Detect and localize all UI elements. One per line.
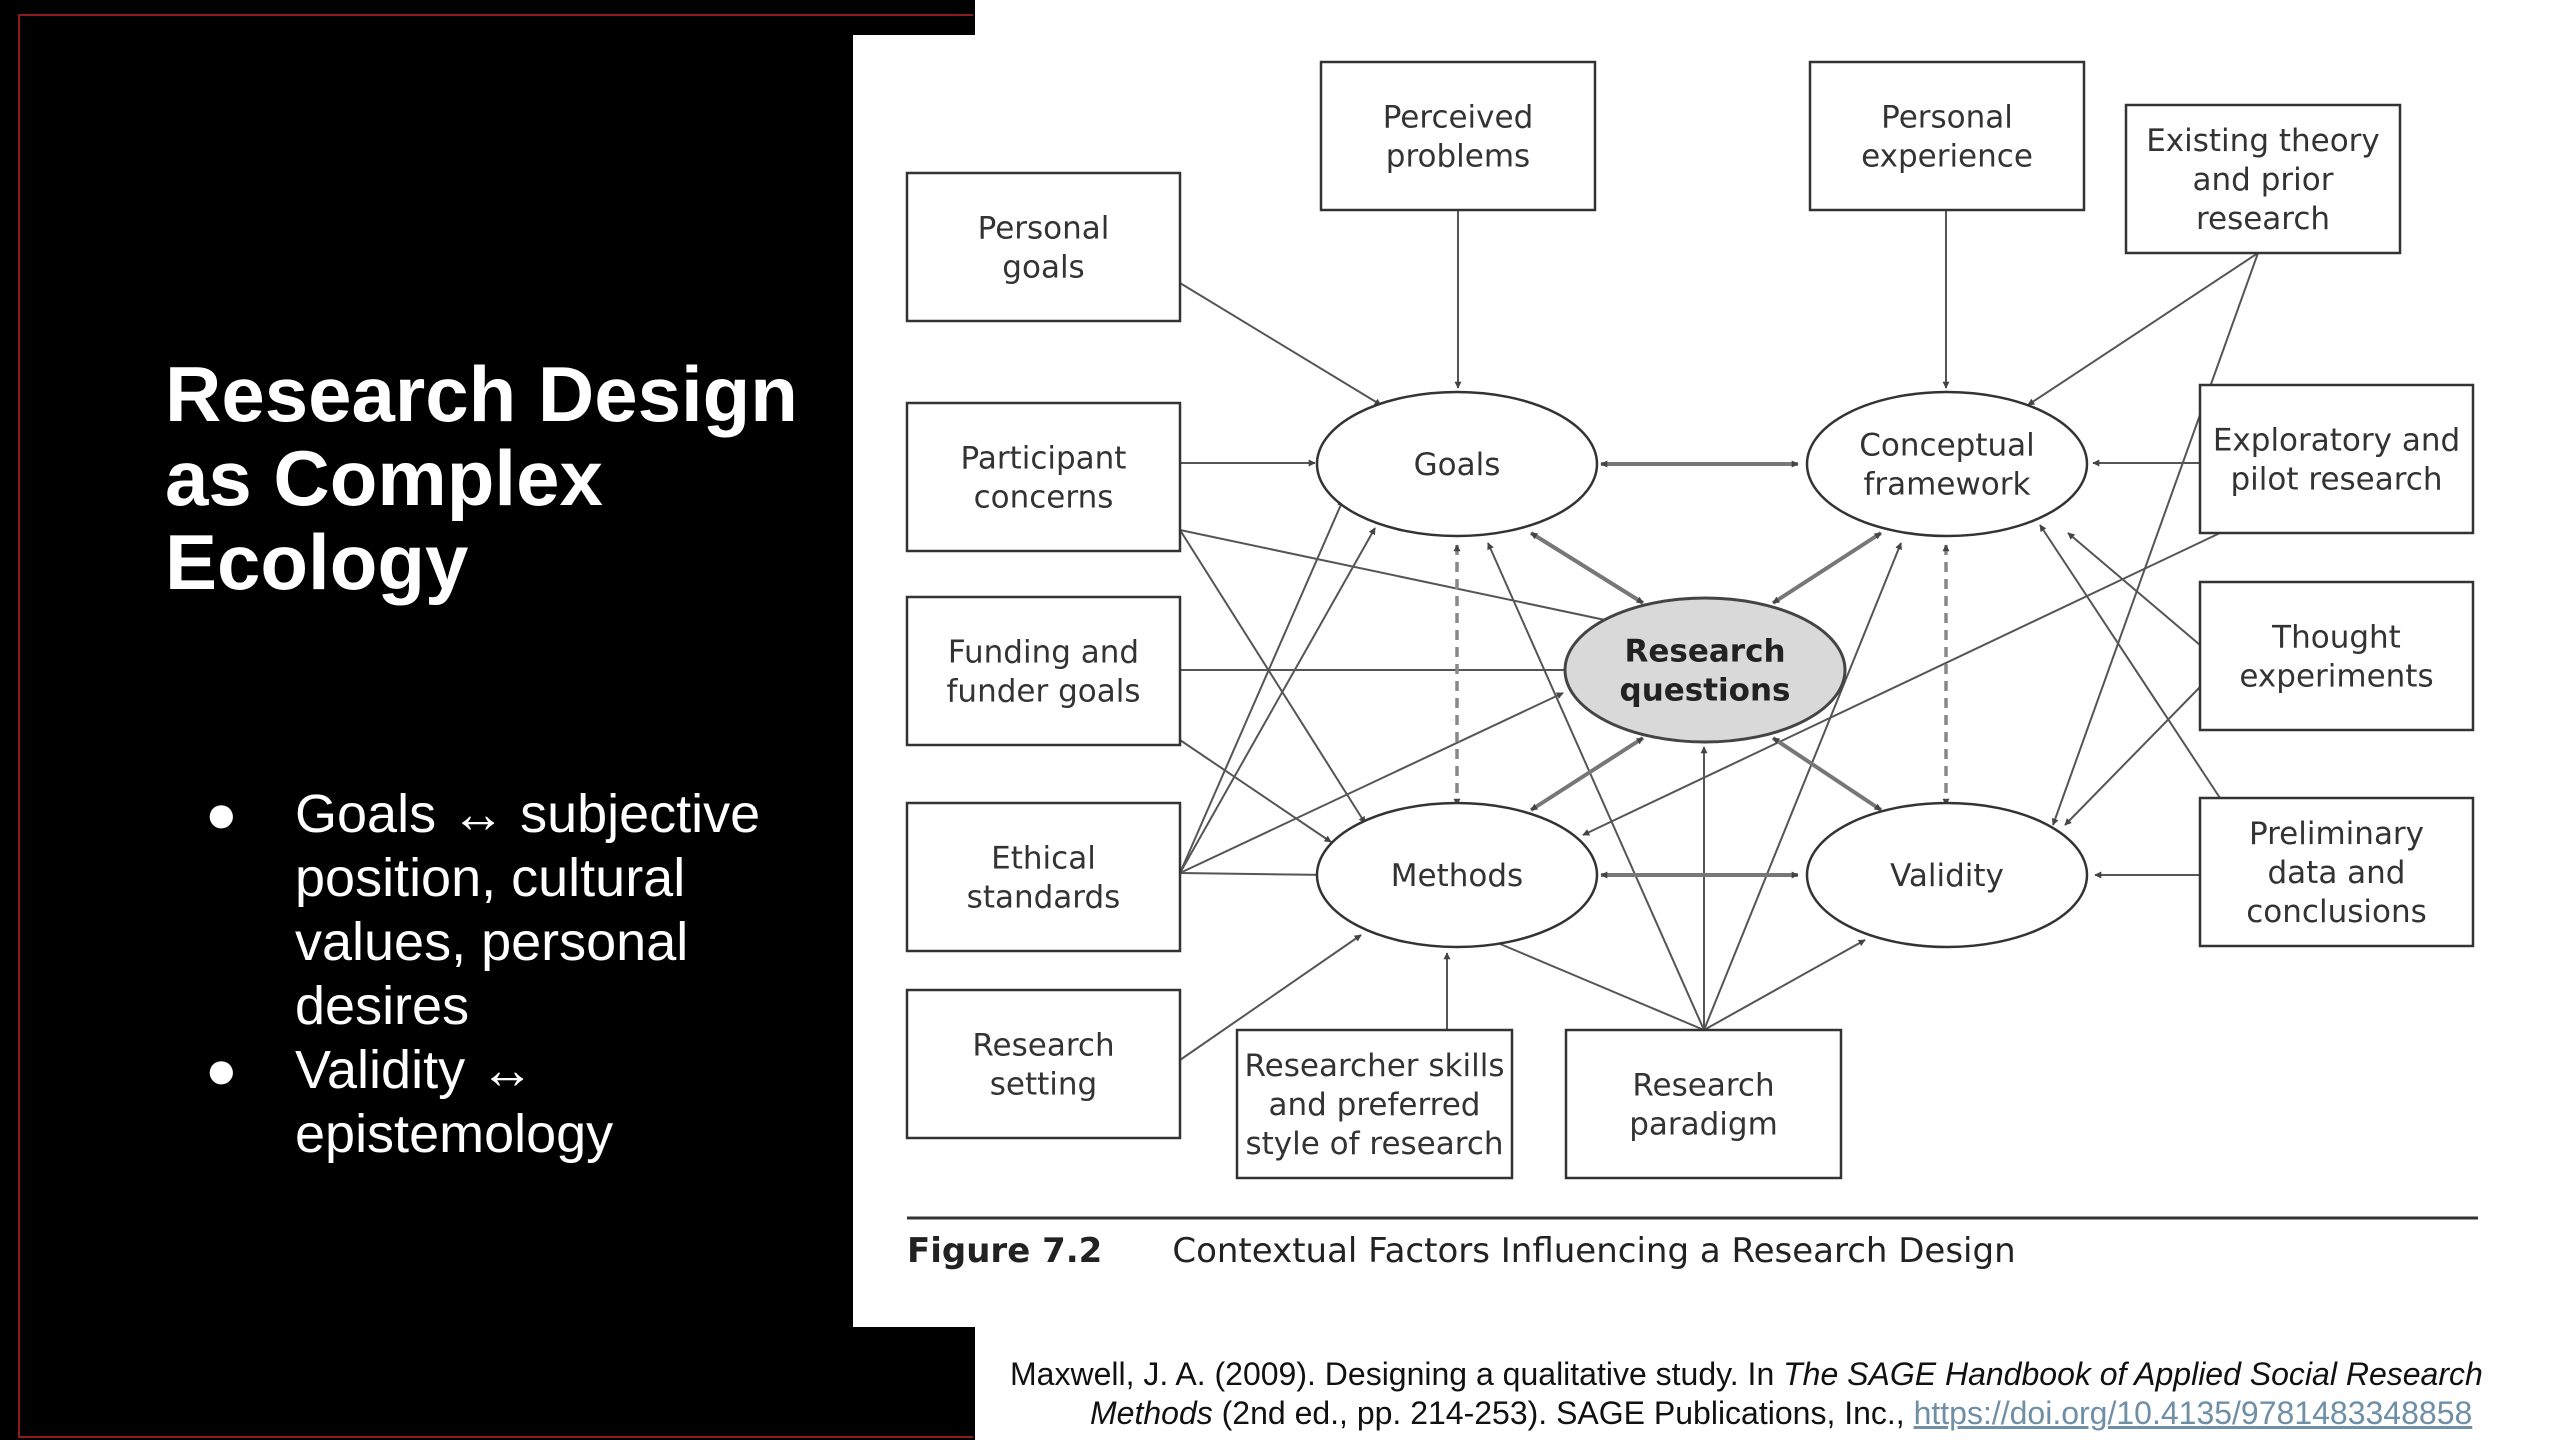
factor-box-frame — [1319, 60, 1597, 212]
node-label: Goals — [1414, 447, 1501, 483]
bullet-marker: ● — [205, 784, 238, 844]
citation-line-1: Maxwell, J. A. (2009). Designing a quali… — [1010, 1355, 2530, 1394]
arrow-connector — [2064, 686, 2201, 826]
arrow-connector — [1179, 282, 1382, 406]
arrow-connector — [2027, 252, 2259, 406]
arrow-connector — [1179, 871, 1332, 879]
arrow-connector — [1179, 529, 1366, 824]
factor-box-frame — [2198, 796, 2475, 948]
citation-book-title-end: Methods — [1090, 1395, 1213, 1431]
factor-box-frame — [905, 401, 1182, 553]
citation-line-2: Methods (2nd ed., pp. 214-253). SAGE Pub… — [1010, 1394, 2530, 1433]
bidirectional-link — [1771, 736, 1883, 812]
design-node-shape — [1805, 390, 2089, 538]
design-node-shape — [1563, 596, 1847, 744]
arrow-connector — [1582, 532, 2221, 836]
factor-box-frame — [905, 171, 1182, 323]
panel-border — [18, 14, 973, 1438]
arrow-connector — [1179, 739, 1332, 843]
node-label: Validity — [1890, 858, 2004, 894]
bidirectional-link — [1529, 736, 1645, 812]
figure-caption-text: Contextual Factors Influencing a Researc… — [1172, 1231, 2016, 1271]
title-panel: Research Design as Complex Ecology ● Goal… — [0, 0, 975, 1440]
design-node-shape — [1315, 801, 1599, 949]
figure-caption: Figure 7.2 Contextual Factors Influencing… — [907, 1231, 2016, 1271]
citation: Maxwell, J. A. (2009). Designing a quali… — [1010, 1355, 2530, 1433]
arrow-connector — [1703, 939, 1866, 1031]
bullet-list: ● Goals ↔ subjective position, cultural v… — [195, 782, 835, 1166]
design-node-validity: Validity — [1805, 801, 2089, 949]
arrow-connector — [1179, 934, 1362, 1061]
factor-box-frame — [905, 988, 1182, 1140]
arrow-connector — [2067, 532, 2201, 646]
factor-box-frame — [2124, 103, 2402, 255]
factor-box-frame — [905, 595, 1182, 747]
citation-book-title: The SAGE Handbook of Applied Social Rese… — [1783, 1356, 2483, 1392]
arrow-connector — [1179, 527, 1376, 874]
bidirectional-link — [1771, 531, 1883, 605]
bullet-item: ● Goals ↔ subjective position, cultural v… — [195, 782, 835, 1038]
design-node-methods: Methods — [1315, 801, 1599, 949]
slide-title: Research Design as Complex Ecology — [165, 350, 798, 606]
figure-label: Figure 7.2 — [907, 1231, 1103, 1271]
bidirectional-link — [1529, 531, 1645, 605]
factor-box-frame — [1235, 1028, 1514, 1180]
factor-box-frame — [1808, 60, 2086, 212]
citation-doi-link[interactable]: https://doi.org/10.4135/9781483348858 — [1913, 1395, 2473, 1431]
design-node-shape — [1805, 801, 2089, 949]
arrow-connector — [2051, 252, 2259, 826]
factor-box-frame — [1564, 1028, 1843, 1180]
design-node-goals: Goals — [1315, 390, 1599, 538]
design-node-shape — [1315, 390, 1599, 538]
citation-publisher: (2nd ed., pp. 214-253). SAGE Publication… — [1212, 1395, 1914, 1431]
bullet-item: ● Validity ↔ epistemology — [195, 1038, 835, 1166]
arrow-connector — [2039, 524, 2221, 799]
bullet-text: Validity ↔ epistemology — [295, 1040, 614, 1164]
citation-authors: Maxwell, J. A. (2009). Designing a quali… — [1010, 1356, 1784, 1392]
bullet-marker: ● — [205, 1040, 238, 1100]
arrow-connector — [1485, 937, 1705, 1031]
diagram-connectors — [1179, 210, 2259, 1061]
arrow-connector — [1179, 499, 1344, 874]
factor-box-frame — [2198, 383, 2475, 535]
node-label: Methods — [1391, 858, 1523, 894]
arrow-connector — [1179, 692, 1564, 874]
factor-box-frame — [2198, 580, 2475, 732]
bullet-text: Goals ↔ subjective position, cultural va… — [295, 784, 761, 1036]
factor-box-frame — [905, 801, 1182, 953]
